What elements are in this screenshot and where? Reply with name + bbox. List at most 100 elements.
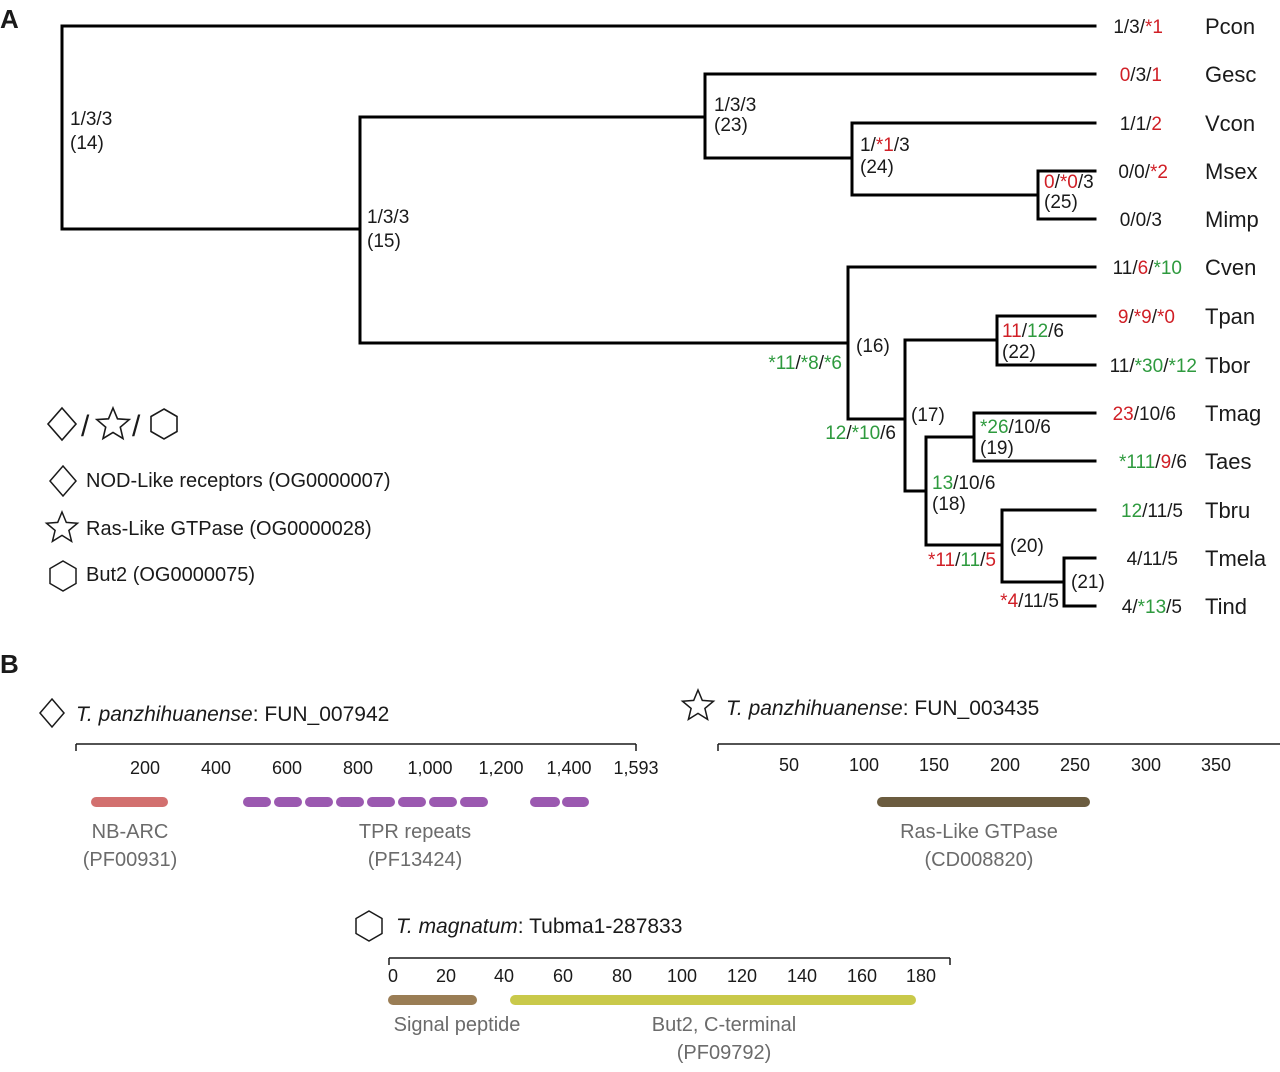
but2-tick-7: 140 xyxy=(787,966,817,986)
node-label-n16c-line0: 12/*10/6 xyxy=(825,423,896,444)
but2-tick-5: 100 xyxy=(667,966,697,986)
legend-header-sep-2: / xyxy=(132,410,141,443)
branch-node18 xyxy=(924,435,1004,547)
nod-tick-2: 600 xyxy=(272,758,302,778)
but2-title: T. magnatum: Tubma1-287833 xyxy=(396,915,682,938)
nod-domain-nbarc-name: NB-ARC xyxy=(92,821,169,843)
node-label-n25-line0: 0/*0/3 xyxy=(1044,172,1094,193)
node-label-n21a-line0: (21) xyxy=(1071,572,1105,593)
tip-count-cven: 11/6/*10 xyxy=(1113,258,1182,279)
ras-tick-3: 200 xyxy=(990,755,1020,775)
legend: / / NOD-Like receptors (OG0000007) Ras-L… xyxy=(44,405,391,592)
legend-header-star-icon xyxy=(94,405,132,441)
ras-domain-acc: (CD008820) xyxy=(925,849,1034,871)
taxon-label-tmag: Tmag xyxy=(1205,401,1261,426)
nod-tick-1: 400 xyxy=(201,758,231,778)
node-label-n25-line1: (25) xyxy=(1044,192,1078,213)
legend-header-hexagon-icon xyxy=(150,408,178,440)
node-label-n15-line1: (15) xyxy=(367,231,401,252)
node-label-n18-line0: 13/10/6 xyxy=(932,473,995,494)
legend-item-ras: Ras-Like GTPase (OG0000028) xyxy=(86,518,372,540)
node-label-n15-line0: 1/3/3 xyxy=(367,207,409,228)
nod-domain-tpr-name: TPR repeats xyxy=(359,821,471,843)
taxon-label-pcon: Pcon xyxy=(1205,14,1255,39)
but2-signal-name: Signal peptide xyxy=(394,1014,521,1036)
node-label-n23-line0: 1/3/3 xyxy=(714,95,756,116)
nod-diamond-icon xyxy=(39,697,65,729)
phylogenetic-tree xyxy=(60,24,1097,608)
tip-count-tmag: 23/10/6 xyxy=(1113,404,1176,425)
branch-root xyxy=(60,24,1097,231)
tip-count-vcon: 1/1/2 xyxy=(1120,114,1162,135)
legend-header-sep-1: / xyxy=(81,410,90,443)
legend-item-nod: NOD-Like receptors (OG0000007) xyxy=(86,470,391,492)
legend-star-icon xyxy=(44,510,80,544)
but2-tick-6: 120 xyxy=(727,966,757,986)
tip-count-tbru: 12/11/5 xyxy=(1121,501,1183,522)
branch-node23 xyxy=(703,72,1097,160)
but2-tick-9: 180 xyxy=(906,966,936,986)
tip-count-taes: *111/9/6 xyxy=(1119,452,1187,473)
node-label-n23-line1: (23) xyxy=(714,115,748,136)
legend-hexagon-icon xyxy=(49,560,77,592)
node-label-n19-line1: (19) xyxy=(980,438,1014,459)
ras-tick-6: 350 xyxy=(1201,755,1231,775)
ras-tick-2: 150 xyxy=(919,755,949,775)
ras-title: T. panzhihuanense: FUN_003435 xyxy=(726,697,1039,720)
tip-count-tpan: 9/*9/*0 xyxy=(1118,307,1175,328)
taxon-label-tpan: Tpan xyxy=(1205,304,1255,329)
but2-hexagon-icon xyxy=(355,910,383,942)
but2-gene: : Tubma1-287833 xyxy=(518,915,683,938)
nod-domain-tpr-acc: (PF13424) xyxy=(368,849,463,871)
nod-tick-7: 1,593 xyxy=(613,758,658,778)
legend-item-but2: But2 (OG0000075) xyxy=(86,564,255,586)
tip-count-msex: 0/0/*2 xyxy=(1118,162,1168,183)
nod-title: T. panzhihuanense: FUN_007942 xyxy=(76,703,389,726)
node-label-n18-line1: (18) xyxy=(932,494,966,515)
tip-count-tmela: 4/11/5 xyxy=(1127,549,1178,570)
but2-tick-1: 20 xyxy=(436,966,456,986)
legend-diamond-icon xyxy=(49,464,77,498)
taxon-label-tmela: Tmela xyxy=(1205,546,1267,571)
branch-node16 xyxy=(846,265,1097,421)
but2-cterm-name: But2, C-terminal xyxy=(652,1014,797,1036)
ras-tick-4: 250 xyxy=(1060,755,1090,775)
but2-tick-0: 0 xyxy=(388,966,398,986)
node-label-n20b-line0: *11/11/5 xyxy=(928,550,996,571)
but2-tick-4: 80 xyxy=(612,966,632,986)
ras-tick-5: 300 xyxy=(1131,755,1161,775)
branch-node17 xyxy=(903,338,999,493)
taxon-label-vcon: Vcon xyxy=(1205,111,1255,136)
node-label-n16a-line0: *11/*8/*6 xyxy=(768,353,842,374)
node-label-n14-line0: 1/3/3 xyxy=(70,109,112,130)
ras-tick-1: 100 xyxy=(849,755,879,775)
nod-tick-0: 200 xyxy=(130,758,160,778)
taxon-label-tbor: Tbor xyxy=(1205,353,1250,378)
taxon-label-msex: Msex xyxy=(1205,159,1258,184)
node-label-n22-line0: 11/12/6 xyxy=(1002,321,1064,342)
tip-count-pcon: 1/3/*1 xyxy=(1113,17,1163,38)
tip-count-tbor: 11/*30/*12 xyxy=(1110,356,1197,377)
tip-count-gesc: 0/3/1 xyxy=(1120,65,1162,86)
taxon-label-tind: Tind xyxy=(1205,594,1247,619)
nod-species: T. panzhihuanense xyxy=(76,703,253,726)
panel-label-a: A xyxy=(0,4,19,34)
but2-tick-3: 60 xyxy=(553,966,573,986)
nod-tick-6: 1,400 xyxy=(546,758,591,778)
taxon-label-taes: Taes xyxy=(1205,449,1251,474)
node-label-n24-line0: 1/*1/3 xyxy=(860,135,910,156)
branch-node21 xyxy=(1062,556,1097,608)
node-label-n14-line1: (14) xyxy=(70,133,104,154)
tip-count-tind: 4/*13/5 xyxy=(1122,597,1182,618)
nod-gene: : FUN_007942 xyxy=(253,703,390,726)
nod-domain-nbarc-acc: (PF00931) xyxy=(83,849,178,871)
node-label-n21b-line0: *4/11/5 xyxy=(1000,591,1059,612)
nod-tick-3: 800 xyxy=(343,758,373,778)
branch-node22 xyxy=(995,314,1097,367)
